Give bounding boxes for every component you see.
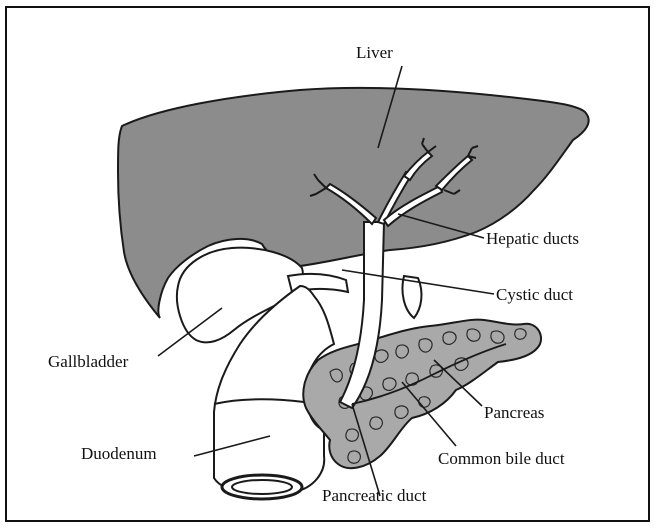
label-hepatic-ducts: Hepatic ducts [486, 230, 579, 247]
label-liver: Liver [356, 44, 393, 61]
label-pancreatic-duct: Pancreatic duct [322, 487, 426, 504]
duodenum-opening-inner [232, 480, 292, 494]
pancreas-shape [303, 320, 541, 469]
label-common-bile-duct: Common bile duct [438, 450, 565, 467]
label-gallbladder: Gallbladder [48, 353, 128, 370]
label-pancreas: Pancreas [484, 404, 544, 421]
label-duodenum: Duodenum [81, 445, 157, 462]
label-cystic-duct: Cystic duct [496, 286, 573, 303]
